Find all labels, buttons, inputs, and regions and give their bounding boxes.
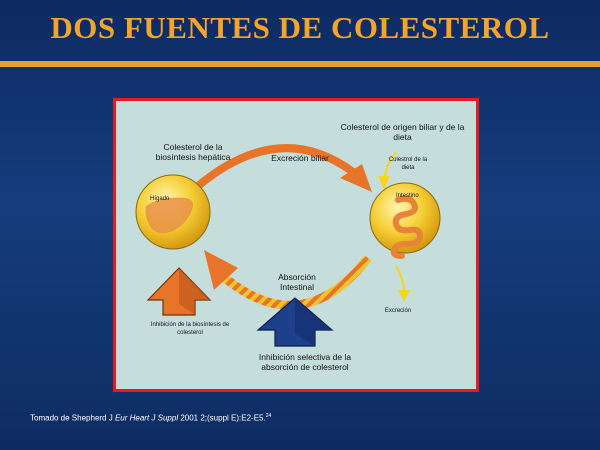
citation-ref: 24 — [265, 413, 272, 419]
biliary-excretion-arrowhead — [340, 164, 372, 192]
intestine-icon — [390, 195, 424, 259]
slide-title: DOS FUENTES DE COLESTEROL — [50, 10, 550, 45]
biliary-excretion-label: Excreción biliar — [271, 153, 329, 163]
selective-arrow-shade — [295, 298, 332, 346]
diet-input-arrowhead — [378, 176, 390, 190]
source-citation: Tomado de Shepherd J Eur Heart J Suppl 2… — [30, 413, 271, 423]
liver-label: Hígado — [150, 196, 170, 202]
excretion-arrow — [395, 265, 405, 293]
intestinal-absorption-label: Absorción Intestinal — [278, 272, 316, 292]
biliary-excretion-arrow — [194, 144, 357, 190]
citation-prefix: Tomado de Shepherd J — [30, 413, 115, 423]
selective-inhibition-label: Inhibición selectiva de la absorción de … — [258, 352, 352, 372]
citation-suffix: 2001 2;(suppl E):E2-E5. — [178, 413, 266, 423]
biosynthesis-inhibition-label: Inhibición de la biosíntesis de colester… — [150, 322, 230, 336]
title-divider — [0, 61, 600, 67]
liver-source-label: Colesterol de la biosíntesis hepática — [155, 142, 231, 162]
intestinal-absorption-arrowhead — [204, 250, 238, 290]
excretion-arrowhead — [398, 290, 410, 302]
diet-cholesterol-label: Colestrol de la dieta — [388, 157, 428, 171]
citation-journal: Eur Heart J Suppl — [114, 413, 179, 423]
excretion-label: Excreción — [384, 308, 412, 314]
biliary-diet-label: Colesterol de origen biliar y de la diet… — [340, 122, 465, 142]
liver-icon — [145, 197, 194, 234]
intestine-label: Intestino — [396, 193, 419, 199]
biosynthesis-arrow-shade — [179, 268, 210, 315]
